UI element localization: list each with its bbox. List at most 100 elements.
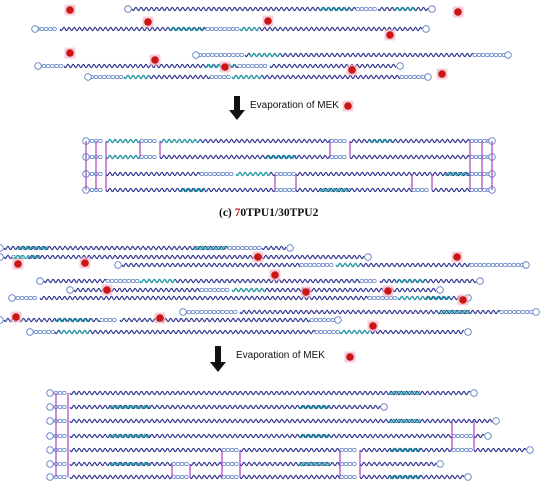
soft-segment — [269, 63, 397, 69]
hard-segment-unit — [62, 448, 67, 452]
soft-segment — [105, 154, 141, 160]
hard-segment-unit — [342, 139, 347, 143]
soft-segment — [69, 461, 173, 467]
chain-end-cap — [364, 253, 372, 261]
soft-segment — [359, 447, 453, 453]
arrow-shaft — [215, 346, 221, 363]
soft-segment — [394, 278, 426, 284]
hard-segment-unit — [210, 53, 215, 57]
soft-segment — [193, 245, 227, 251]
hard-segment-unit — [258, 64, 263, 68]
soft-segment — [295, 171, 471, 177]
soft-segment — [239, 447, 341, 453]
solvent-molecule-icon — [219, 61, 231, 73]
soft-segment — [69, 474, 173, 480]
soft-segment — [123, 74, 151, 80]
solvent-molecule-icon — [342, 100, 354, 112]
hard-segment-unit — [229, 172, 234, 176]
soft-segment — [69, 447, 223, 453]
mek-dot — [12, 313, 20, 321]
hard-segment-unit — [485, 53, 490, 57]
chain-end-cap — [484, 432, 492, 440]
hard-segment-unit — [62, 405, 67, 409]
hard-segment-unit — [148, 155, 153, 159]
soft-segment — [389, 447, 421, 453]
hard-segment-unit — [420, 75, 425, 79]
polymer-chain-icon — [84, 73, 432, 81]
hard-segment-unit — [420, 188, 425, 192]
hard-segment-unit — [33, 330, 39, 334]
hard-segment-unit — [368, 7, 373, 11]
hard-segment-unit — [98, 139, 103, 143]
hard-segment-unit — [230, 448, 235, 452]
mek-dot — [384, 287, 392, 295]
hard-segment-unit — [473, 155, 479, 159]
hard-segment-unit — [203, 310, 208, 314]
hard-segment-unit — [98, 75, 103, 79]
soft-segment — [239, 309, 501, 315]
arrow-shaft — [234, 96, 240, 111]
soft-segment — [239, 26, 261, 32]
hard-segment-unit — [225, 462, 231, 466]
polymer-chain-icon — [46, 417, 500, 425]
polymer-chain-icon — [0, 316, 342, 324]
soft-segment — [189, 461, 223, 467]
hard-segment-unit — [464, 434, 469, 438]
hard-segment-unit — [323, 330, 328, 334]
hard-segment-unit — [46, 64, 51, 68]
polymer-chain-icon — [82, 137, 496, 145]
soft-segment — [139, 278, 176, 284]
soft-segment — [59, 329, 91, 335]
hard-segment-unit — [252, 246, 258, 250]
hard-segment-unit — [199, 172, 204, 176]
polymer-chain-icon — [46, 389, 478, 397]
hard-segment-unit — [234, 448, 239, 452]
hard-segment-unit — [320, 263, 325, 267]
hard-segment-unit — [231, 246, 237, 250]
hard-segment-unit — [318, 330, 324, 334]
soft-segment — [73, 287, 201, 293]
hard-segment-unit — [278, 172, 284, 176]
hard-segment-unit — [511, 263, 516, 267]
soft-segment — [131, 6, 357, 12]
hard-segment-unit — [363, 279, 369, 283]
hard-segment-unit — [237, 64, 242, 68]
hard-segment-unit — [205, 27, 210, 31]
chain-end-cap — [464, 328, 472, 336]
chain-end-cap — [532, 308, 540, 316]
hard-segment-unit — [218, 53, 223, 57]
hard-segment-unit — [493, 53, 498, 57]
hard-segment-unit — [227, 53, 232, 57]
mek-dot — [221, 63, 229, 71]
hard-segment-unit — [316, 263, 321, 267]
hard-segment-unit — [112, 318, 117, 322]
hard-segment-unit — [494, 263, 500, 267]
hard-segment-unit — [106, 75, 111, 79]
hard-segment-unit — [38, 330, 43, 334]
hard-segment-unit — [52, 27, 57, 31]
mek-dot — [369, 322, 377, 330]
solvent-molecule-icon — [384, 29, 396, 41]
hard-segment-unit — [468, 434, 473, 438]
mek-dot — [151, 56, 159, 64]
hard-segment-unit — [212, 310, 217, 314]
hard-segment-unit — [299, 263, 304, 267]
hard-segment-unit — [257, 246, 262, 250]
hard-segment-unit — [225, 448, 231, 452]
hard-segment-unit — [352, 462, 357, 466]
chain-end-cap — [46, 473, 54, 481]
hard-segment-unit — [308, 263, 313, 267]
hard-segment-unit — [490, 263, 495, 267]
solvent-molecule-icon — [367, 320, 379, 332]
hard-segment-unit — [58, 448, 63, 452]
hard-segment-unit — [326, 318, 331, 322]
soft-segment — [69, 404, 381, 410]
polymer-chain-icon — [46, 432, 492, 440]
solvent-molecule-icon — [346, 64, 358, 76]
soft-segment — [319, 187, 351, 193]
polymer-chain-icon — [46, 460, 444, 468]
hard-segment-unit — [209, 27, 215, 31]
hard-segment-unit — [218, 75, 223, 79]
hard-segment-unit — [515, 263, 521, 267]
solvent-molecule-icon — [452, 6, 464, 18]
